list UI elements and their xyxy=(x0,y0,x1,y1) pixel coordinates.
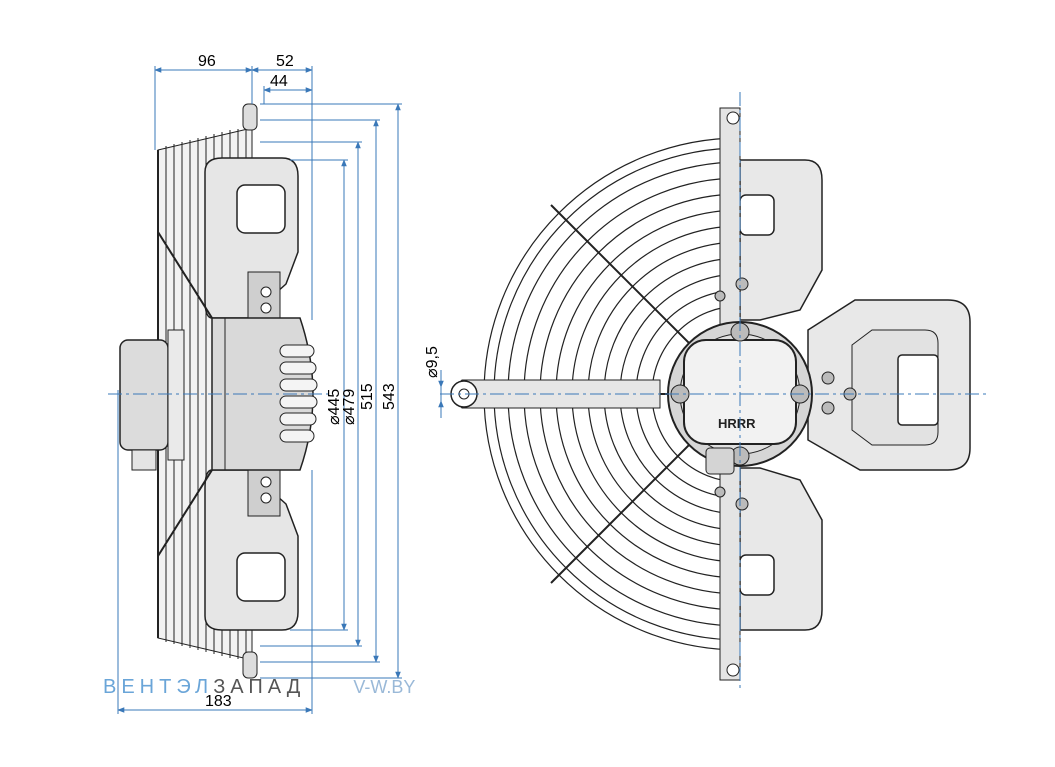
side-blade-top-window xyxy=(236,184,286,234)
dim-96: 96 xyxy=(198,53,216,70)
watermark-part1: ВЕНТЭЛ xyxy=(103,676,214,698)
dim-543: 543 xyxy=(381,383,398,410)
dim-445: ⌀445 xyxy=(326,389,343,425)
motor-brand-label: HRRR xyxy=(718,416,756,431)
dim-183: 183 xyxy=(205,693,232,710)
dim-52: 52 xyxy=(276,53,294,70)
side-terminal-box xyxy=(119,339,169,451)
watermark-part2: ЗАПАД xyxy=(213,676,306,698)
dim-515: 515 xyxy=(359,383,376,410)
side-dimensions xyxy=(117,66,402,714)
watermark: ВЕНТЭЛЗАПАД V-W.BY xyxy=(103,676,415,699)
front-blade-bottom xyxy=(739,467,823,631)
side-view xyxy=(108,103,330,679)
front-blade-top xyxy=(739,159,823,321)
dim-479: ⌀479 xyxy=(341,389,358,425)
side-blade-bottom-window xyxy=(236,552,286,602)
front-view: HRRR xyxy=(440,92,990,690)
side-tab-bottom xyxy=(242,651,258,679)
dim-44: 44 xyxy=(270,73,288,90)
dim-hole: ⌀9,5 xyxy=(424,346,441,378)
side-tab-top xyxy=(242,103,258,131)
watermark-site: V-W.BY xyxy=(353,677,416,697)
